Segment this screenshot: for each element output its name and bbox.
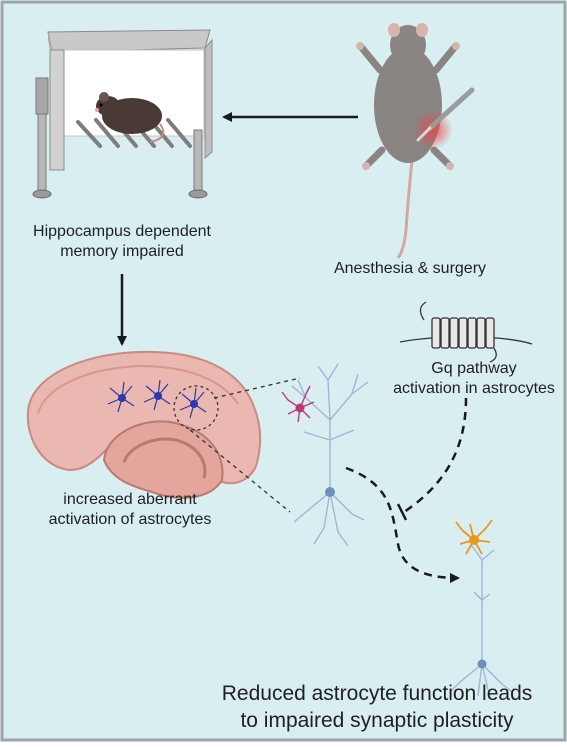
surgery-mouse-icon	[356, 23, 475, 259]
zoom-line-top	[213, 377, 301, 399]
gpcr-receptor-icon	[399, 301, 533, 363]
zoom-circle	[173, 385, 219, 431]
neuron-icon	[291, 363, 369, 547]
memory-label: Hippocampus dependent memory impaired	[12, 222, 232, 262]
result-label: Reduced astrocyte function leads to impa…	[192, 680, 562, 735]
gq-label-line2: activation in astrocytes	[393, 380, 555, 397]
gq-label-line1: Gq pathway	[431, 360, 517, 377]
inhibition-arrow	[403, 397, 468, 514]
memory-label-line1: Hippocampus dependent	[33, 223, 211, 240]
hippocampus-icon	[26, 350, 262, 499]
scalpel-icon	[416, 87, 475, 142]
result-label-line2: to impaired synaptic plasticity	[240, 709, 514, 733]
neuron-icon	[449, 545, 513, 699]
activated-astrocytes	[107, 379, 207, 419]
astrocyte-icon	[455, 519, 493, 555]
wound-icon	[413, 110, 453, 150]
astrocyte-activation-label: increased aberrant activation of astrocy…	[20, 490, 240, 530]
inhibition-bar	[396, 503, 408, 521]
result-label-line1: Reduced astrocyte function leads	[221, 682, 533, 705]
mouse-in-cage-icon	[32, 29, 213, 199]
astrocyte-activation-line1: increased aberrant	[63, 491, 197, 508]
surgery-label: Anesthesia & surgery	[333, 260, 487, 277]
astrocyte-icon	[281, 385, 315, 423]
zoom-line-bottom	[189, 429, 291, 513]
gq-label: Gq pathway activation in astrocytes	[384, 359, 564, 399]
memory-label-line2: memory impaired	[60, 243, 184, 260]
astrocyte-activation-line2: activation of astrocytes	[48, 511, 212, 528]
dashed-arrow-to-astrocyte	[345, 466, 460, 583]
